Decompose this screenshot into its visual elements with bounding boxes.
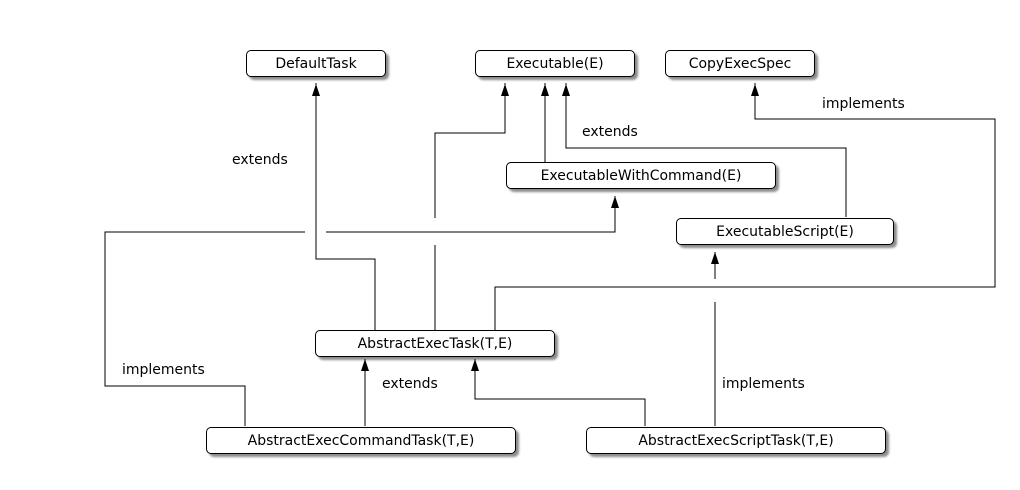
class-abstract-exec-script-task: AbstractExecScriptTask(T,E) [586,427,886,454]
label-extends-default-task: extends [232,152,288,168]
label-implements-copy-exec-spec: implements [822,96,905,112]
arrowhead-abstracttask-b [471,359,479,371]
class-abstract-exec-task: AbstractExecTask(T,E) [315,330,555,357]
label-implements-script: implements [722,376,805,392]
arrowhead-abstracttask-a [361,359,369,371]
edge-abstracttask-executable-upper [434,83,506,218]
edge-commandtask-withcommand-right [326,196,616,233]
interface-executable: Executable(E) [475,50,635,77]
interface-executable-script: ExecutableScript(E) [676,218,894,245]
interface-copy-exec-spec: CopyExecSpec [665,50,815,77]
arrowhead-executable-a [501,84,509,96]
edge-script-executable [565,83,847,217]
arrowhead-executablescript [711,252,719,264]
label-extends-abstract-task: extends [382,376,438,392]
class-abstract-exec-command-task: AbstractExecCommandTask(T,E) [206,427,516,454]
arrowhead-executable-b [541,84,549,96]
arrowhead-executable-c [562,84,570,96]
label-implements-command: implements [122,362,205,378]
edge-abstracttask-copyexecspec [494,83,996,330]
arrowhead-defaulttask [312,84,320,96]
edge-scripttask-abstracttask [474,359,646,426]
arrowhead-copyexecspec [751,84,759,96]
arrowhead-withcommand [611,196,619,208]
interface-executable-with-command: ExecutableWithCommand(E) [506,162,776,189]
edge-commandtask-withcommand-left [104,231,305,426]
class-default-task: DefaultTask [246,50,386,77]
label-extends-executable: extends [582,124,638,140]
edge-abstracttask-defaulttask [315,83,376,330]
